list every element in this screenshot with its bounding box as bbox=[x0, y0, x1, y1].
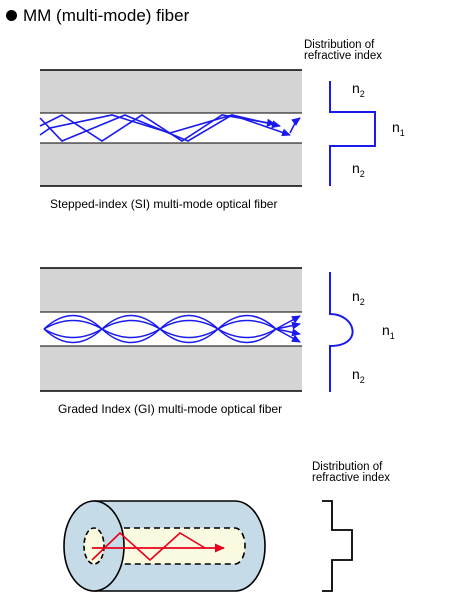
fiber-cylinder bbox=[63, 500, 266, 592]
gi-ray-upper bbox=[43, 314, 277, 331]
cylinder-ray bbox=[91, 531, 206, 562]
gi-ray-inner-lower bbox=[43, 328, 277, 339]
gi-cladding-bottom bbox=[40, 346, 302, 391]
si-n2-bottom: n2 bbox=[352, 160, 365, 179]
gi-index-profile bbox=[329, 272, 354, 392]
si-cladding-top bbox=[40, 70, 302, 113]
heading-text: MM (multi-mode) fiber bbox=[23, 6, 190, 25]
si-n1: n1 bbox=[392, 119, 405, 138]
core-body bbox=[93, 527, 246, 565]
gi-cladding-top bbox=[40, 268, 302, 312]
core-front-face bbox=[83, 527, 105, 565]
si-distribution-label: Distribution of refractive index bbox=[304, 39, 382, 62]
gi-caption: Graded Index (GI) multi-mode optical fib… bbox=[58, 402, 283, 416]
gi-n2-bottom: n2 bbox=[352, 366, 365, 385]
gi-n1: n1 bbox=[382, 322, 395, 341]
si-fiber bbox=[39, 69, 302, 187]
si-cladding-bottom bbox=[40, 143, 302, 186]
si-index-profile bbox=[329, 81, 376, 186]
bottom-index-profile bbox=[322, 500, 353, 592]
si-caption: Stepped-index (SI) multi-mode optical fi… bbox=[50, 197, 278, 211]
gi-arrow-4 bbox=[275, 328, 301, 343]
heading: MM (multi-mode) fiber bbox=[6, 6, 189, 26]
si-ray-3 bbox=[39, 114, 291, 137]
bullet-icon bbox=[6, 10, 17, 21]
bottom-distribution-label: Distribution of refractive index bbox=[312, 461, 390, 484]
gi-n2-top: n2 bbox=[352, 288, 365, 307]
gi-ray-lower bbox=[43, 327, 277, 344]
gi-arrow-2 bbox=[275, 321, 301, 330]
si-n2-top: n2 bbox=[352, 80, 365, 99]
gi-arrow-1 bbox=[275, 315, 301, 330]
si-ray-1 bbox=[39, 114, 276, 142]
gi-fiber bbox=[40, 267, 302, 392]
gi-arrow-3 bbox=[275, 328, 301, 337]
gi-ray-inner-upper bbox=[43, 319, 277, 330]
si-ray-4 bbox=[289, 117, 301, 134]
